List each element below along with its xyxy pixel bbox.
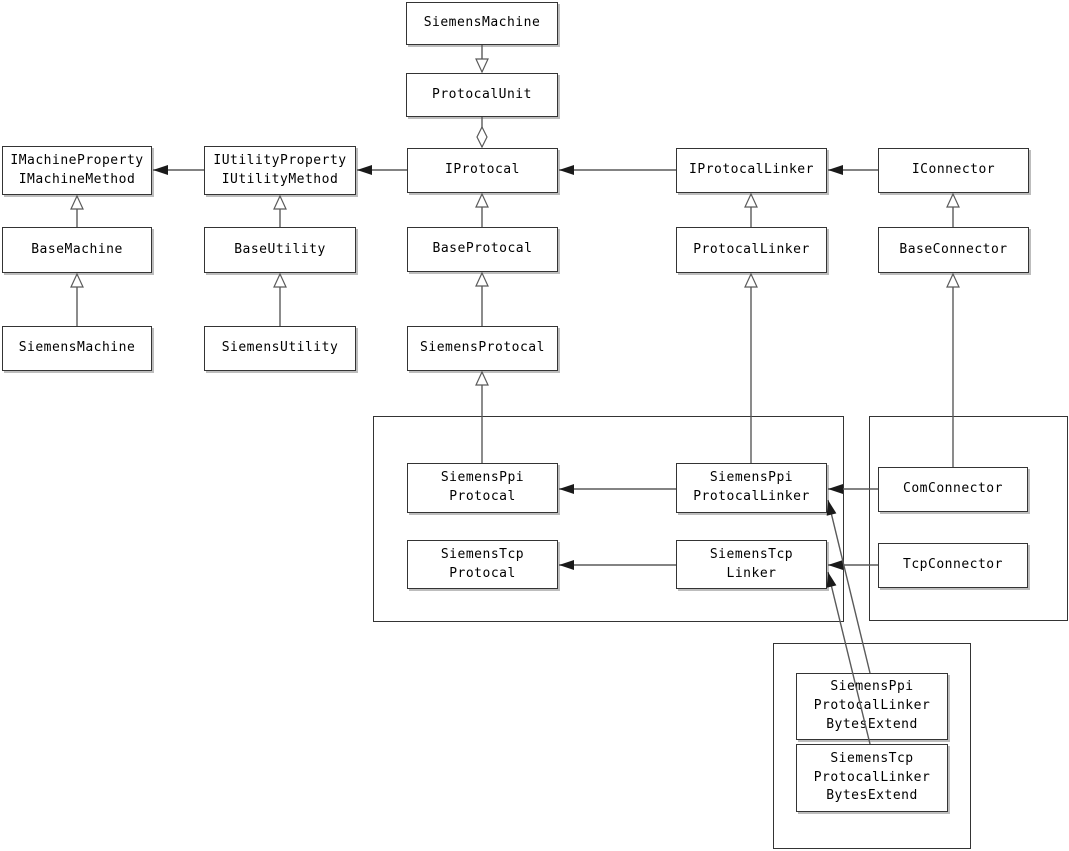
siemens-machine-node: SiemensMachine — [2, 326, 152, 371]
node-label: SiemensMachine — [423, 15, 541, 31]
base-connector-node: BaseConnector — [878, 227, 1029, 273]
node-label: ComConnector — [903, 481, 1003, 497]
protocal-unit-node: ProtocalUnit — [406, 73, 558, 117]
node-label: IUtilityMethod — [221, 171, 339, 187]
i-protocal-node: IProtocal — [407, 148, 558, 193]
group-bytes-extend — [773, 643, 971, 849]
node-label: SiemensUtility — [221, 340, 339, 356]
node-label: IMachineMethod — [18, 171, 136, 187]
node-label: Protocal — [449, 565, 516, 581]
node-label: TcpConnector — [903, 557, 1003, 573]
base-utility-node: BaseUtility — [204, 227, 356, 273]
group-protocal-implementations — [373, 416, 844, 622]
node-label: ProtocalLinker — [813, 698, 931, 714]
siemens-machine-top-node: SiemensMachine — [406, 2, 558, 45]
node-label: BaseMachine — [31, 241, 123, 257]
node-label: BaseConnector — [899, 241, 1008, 257]
com-connector-node: ComConnector — [878, 467, 1028, 512]
node-label: SiemensPpi — [440, 470, 525, 486]
base-protocal-node: BaseProtocal — [407, 227, 558, 272]
node-label: ProtocalUnit — [432, 86, 532, 102]
node-label: BytesExtend — [826, 788, 918, 804]
siemens-protocal-node: SiemensProtocal — [407, 326, 558, 371]
node-label: IMachineProperty — [10, 152, 144, 168]
node-label: Protocal — [449, 489, 516, 504]
node-label: BaseProtocal — [432, 241, 533, 257]
node-label: SiemensPpi — [709, 470, 794, 486]
node-label: SiemensProtocal — [420, 340, 545, 356]
siemens-utility-node: SiemensUtility — [204, 326, 356, 371]
tcp-connector-node: TcpConnector — [878, 543, 1028, 588]
node-label: SiemensMachine — [18, 340, 136, 356]
node-label: BaseUtility — [234, 241, 326, 257]
node-label: ProtocalLinker — [693, 489, 810, 504]
node-label: BytesExtend — [826, 716, 918, 732]
node-label: IUtilityProperty — [213, 152, 347, 168]
node-label: SiemensPpi — [830, 679, 914, 695]
node-label: ProtocalLinker — [693, 241, 810, 257]
i-protocal-linker-node: IProtocalLinker — [676, 148, 827, 193]
node-label: SiemensTcp — [709, 546, 794, 562]
node-label: ProtocalLinker — [813, 769, 931, 785]
base-machine-node: BaseMachine — [2, 227, 152, 273]
group-connectors — [869, 416, 1068, 621]
node-label: IConnector — [911, 162, 996, 178]
i-connector-node: IConnector — [878, 148, 1029, 193]
node-label: IProtocal — [445, 162, 520, 178]
node-label: SiemensTcp — [440, 546, 525, 562]
protocal-linker-node: ProtocalLinker — [676, 227, 827, 273]
node-label: IProtocalLinker — [689, 162, 814, 178]
node-label: SiemensTcp — [830, 750, 914, 766]
node-label: Linker — [726, 565, 777, 581]
